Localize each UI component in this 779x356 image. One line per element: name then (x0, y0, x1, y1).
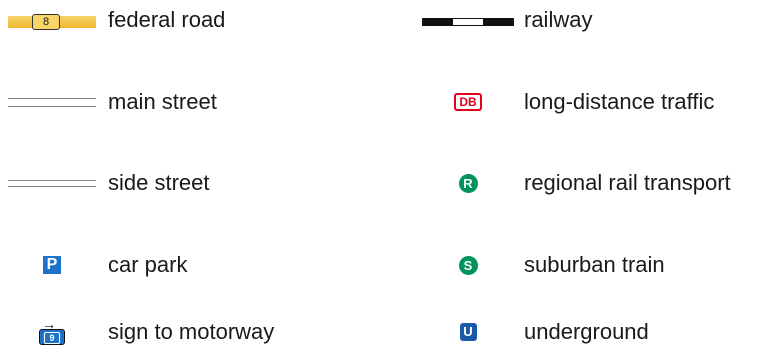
legend-label-railway: railway (524, 7, 593, 32)
federal-road-shield: 8 (32, 14, 60, 30)
regional-rail-icon: R (418, 163, 518, 203)
legend-label-suburban-train: suburban train (524, 252, 665, 277)
suburban-train-icon: S (418, 245, 518, 285)
legend-label-motorway-sign: sign to motorway (108, 319, 275, 344)
legend-label-car-park: car park (108, 252, 188, 277)
side-street-icon (4, 163, 100, 203)
db-icon: DB (418, 82, 518, 122)
legend-label-regional-rail: regional rail transport (524, 170, 731, 195)
motorway-sign-icon: →9 (4, 312, 100, 352)
legend-label-underground: underground (524, 319, 649, 344)
legend-label-long-distance: long-distance traffic (524, 89, 715, 114)
railway-icon (418, 2, 518, 42)
underground-icon: U (418, 312, 518, 352)
legend-label-main-street: main street (108, 89, 217, 114)
legend-label-federal-road: federal road (108, 7, 226, 32)
federal-road-icon: 8 (4, 2, 100, 42)
main-street-icon (4, 82, 100, 122)
legend-label-side-street: side street (108, 170, 210, 195)
car-park-icon: P (4, 245, 100, 285)
